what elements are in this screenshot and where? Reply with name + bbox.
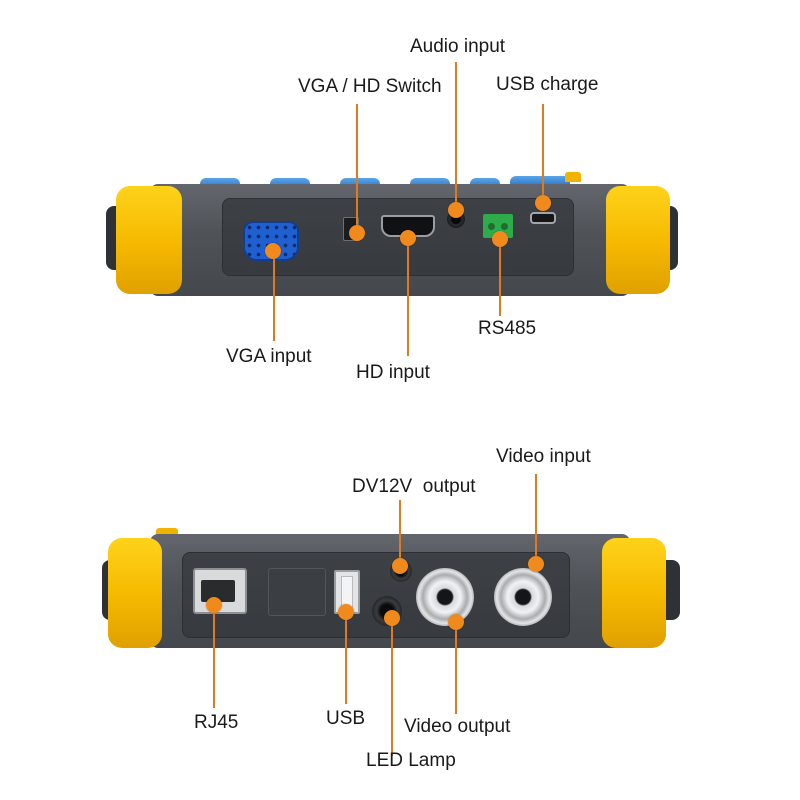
leader-line [407,244,409,356]
leader-line [542,104,544,204]
label-led-lamp: LED Lamp [366,750,456,771]
label-vga-input: VGA input [226,346,312,367]
top-button [470,178,500,188]
leader-line [391,618,393,756]
top-left-bumper [116,186,182,294]
label-hd-input: HD input [356,362,430,383]
micro-usb-port [530,212,556,224]
video-output-marker [448,614,464,630]
leader-line [499,244,501,316]
top-right-bumper [606,186,670,294]
label-usb-charge: USB charge [496,74,599,95]
label-video-input: Video input [496,446,591,467]
bottom-right-bumper [602,538,666,648]
leader-line [535,474,537,564]
top-button [510,176,570,186]
label-rj45: RJ45 [194,712,239,733]
leader-line [399,500,401,566]
usb-marker [338,604,354,620]
vga-input-marker [265,243,281,259]
rs485-marker [492,231,508,247]
label-dv12v-output: DV12V output [352,476,476,497]
top-button [410,178,450,188]
label-rs485: RS485 [478,318,537,339]
leader-line [345,612,347,704]
bnc-video-input [494,568,552,626]
leader-line [455,62,457,210]
label-usb: USB [326,708,366,729]
dv12v-output-marker [392,558,408,574]
blank-cover [268,568,326,616]
leader-line [273,257,275,341]
video-input-marker [528,556,544,572]
top-tab [565,172,581,182]
leader-line [356,104,358,234]
label-vga-hd-switch: VGA / HD Switch [298,76,442,97]
label-audio-input: Audio input [410,36,506,57]
audio-input-marker [448,202,464,218]
bottom-left-bumper [108,538,162,648]
rs485-terminal [483,214,513,238]
label-video-output: Video output [404,716,511,737]
bottom-tab [156,528,178,538]
top-button [340,178,380,188]
bnc-video-output [416,568,474,626]
top-button [200,178,240,188]
vga-hd-switch-marker [349,225,365,241]
led-lamp-marker [384,610,400,626]
rj45-marker [206,597,222,613]
top-button [270,178,310,188]
usb-charge-marker [535,195,551,211]
leader-line [455,622,457,714]
hd-input-marker [400,230,416,246]
leader-line [213,604,215,708]
